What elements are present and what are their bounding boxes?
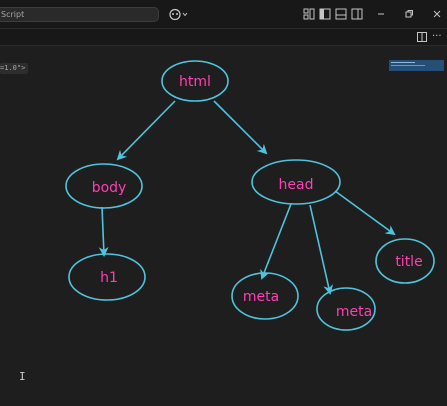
edge-html-head: [213, 100, 268, 155]
node-meta1: [231, 272, 299, 320]
node-body: [65, 163, 143, 209]
inlay-hint: =1.0">: [0, 63, 29, 74]
editor-tab-bar: ···: [0, 29, 447, 46]
toggle-panel-icon[interactable]: [335, 8, 347, 20]
edge-head-meta1: [260, 203, 292, 280]
node-label-head: head: [279, 177, 314, 193]
node-label-meta2: meta: [336, 304, 372, 320]
title-bar: Script: [0, 0, 447, 29]
command-center-search[interactable]: Script: [0, 7, 159, 22]
toggle-primary-sidebar-icon[interactable]: [319, 8, 331, 20]
copilot-icon[interactable]: [168, 8, 190, 21]
editor-area[interactable]: [0, 46, 447, 406]
minimap-line: [391, 62, 415, 63]
minimize-icon[interactable]: [375, 8, 387, 20]
split-editor-icon[interactable]: [416, 31, 428, 43]
node-label-h1: h1: [100, 270, 118, 286]
toggle-secondary-sidebar-icon[interactable]: [351, 8, 363, 20]
node-label-body: body: [92, 180, 127, 196]
node-h1: [68, 253, 146, 301]
node-head: [251, 159, 341, 205]
close-icon[interactable]: [431, 8, 443, 20]
restore-icon[interactable]: [403, 8, 415, 20]
text-cursor-icon: I: [19, 370, 26, 383]
minimap-line: [391, 65, 425, 66]
more-actions-icon[interactable]: ···: [432, 31, 442, 42]
node-title: [375, 238, 435, 284]
node-meta2: [316, 287, 376, 331]
node-label-meta1: meta: [243, 289, 279, 305]
node-label-html: html: [179, 74, 211, 90]
edge-html-body: [116, 100, 176, 161]
minimap-slider[interactable]: [389, 60, 444, 71]
edge-body-h1: [98, 206, 109, 257]
node-label-title: title: [395, 254, 422, 270]
layout-customize-icon[interactable]: [303, 8, 315, 20]
node-html: [161, 60, 229, 102]
edge-head-meta2: [309, 204, 334, 295]
search-text: Script: [1, 10, 25, 19]
edge-head-title: [334, 190, 396, 236]
